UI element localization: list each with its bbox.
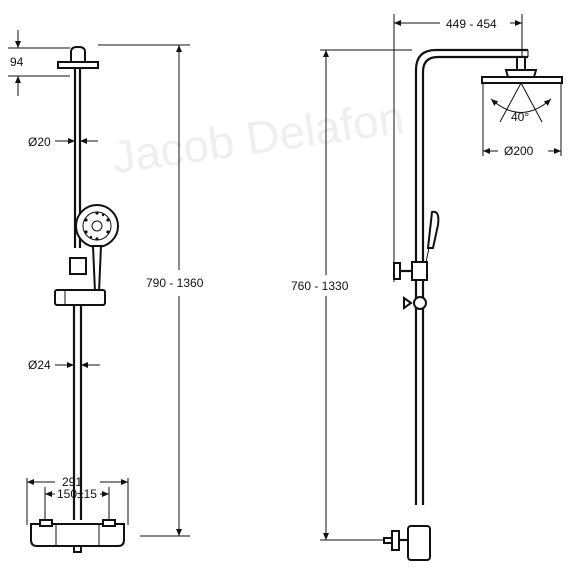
side-holder-ring bbox=[413, 296, 427, 310]
watermark: Jacob Delafon bbox=[109, 91, 407, 183]
dim-reach-label: 449 - 454 bbox=[446, 17, 497, 31]
side-mixer-knob bbox=[391, 530, 400, 551]
dim-total-label: 790 - 1360 bbox=[146, 276, 204, 290]
mixer-outlet bbox=[73, 545, 82, 553]
slider-block bbox=[69, 257, 87, 275]
side-head-dome bbox=[504, 69, 538, 78]
spray-angle-arc bbox=[490, 98, 552, 113]
dim-angle-label: 40° bbox=[511, 110, 529, 124]
dim-150-label: 150±15 bbox=[57, 487, 97, 501]
side-knob bbox=[393, 262, 401, 280]
dim-side-label: 760 - 1330 bbox=[291, 279, 349, 293]
head-mount bbox=[70, 46, 86, 63]
side-slider-block bbox=[411, 261, 428, 281]
side-mixer-body bbox=[407, 525, 431, 561]
dim-94-label: 94 bbox=[10, 55, 24, 69]
dim-d200-label: Ø200 bbox=[504, 144, 534, 158]
side-hand-shower-handle bbox=[425, 247, 430, 263]
thermostatic-mixer bbox=[30, 523, 125, 547]
hand-shower-head bbox=[75, 204, 119, 248]
watermark-text: Jacob Delafon bbox=[109, 91, 407, 183]
side-holder-clip bbox=[403, 296, 413, 310]
mixer-right-knob-cap bbox=[102, 519, 116, 527]
side-head-mount bbox=[516, 56, 526, 71]
side-view: 449 - 454 40° Ø200 7 bbox=[291, 14, 563, 561]
hand-shower-holder bbox=[54, 289, 106, 306]
front-view: 94 Ø20 bbox=[8, 30, 204, 553]
mixer-left-knob-cap bbox=[39, 519, 53, 527]
side-mixer-cap bbox=[383, 537, 393, 544]
side-arm-inner bbox=[421, 55, 528, 505]
side-arm-outer bbox=[414, 48, 528, 505]
shower-head-front bbox=[57, 61, 99, 69]
dim-d24-label: Ø24 bbox=[28, 358, 51, 372]
hand-shower-handle bbox=[91, 245, 103, 293]
dim-d20-label: Ø20 bbox=[28, 135, 51, 149]
side-hand-shower bbox=[426, 210, 440, 249]
dim-291-label: 291 bbox=[62, 475, 82, 489]
